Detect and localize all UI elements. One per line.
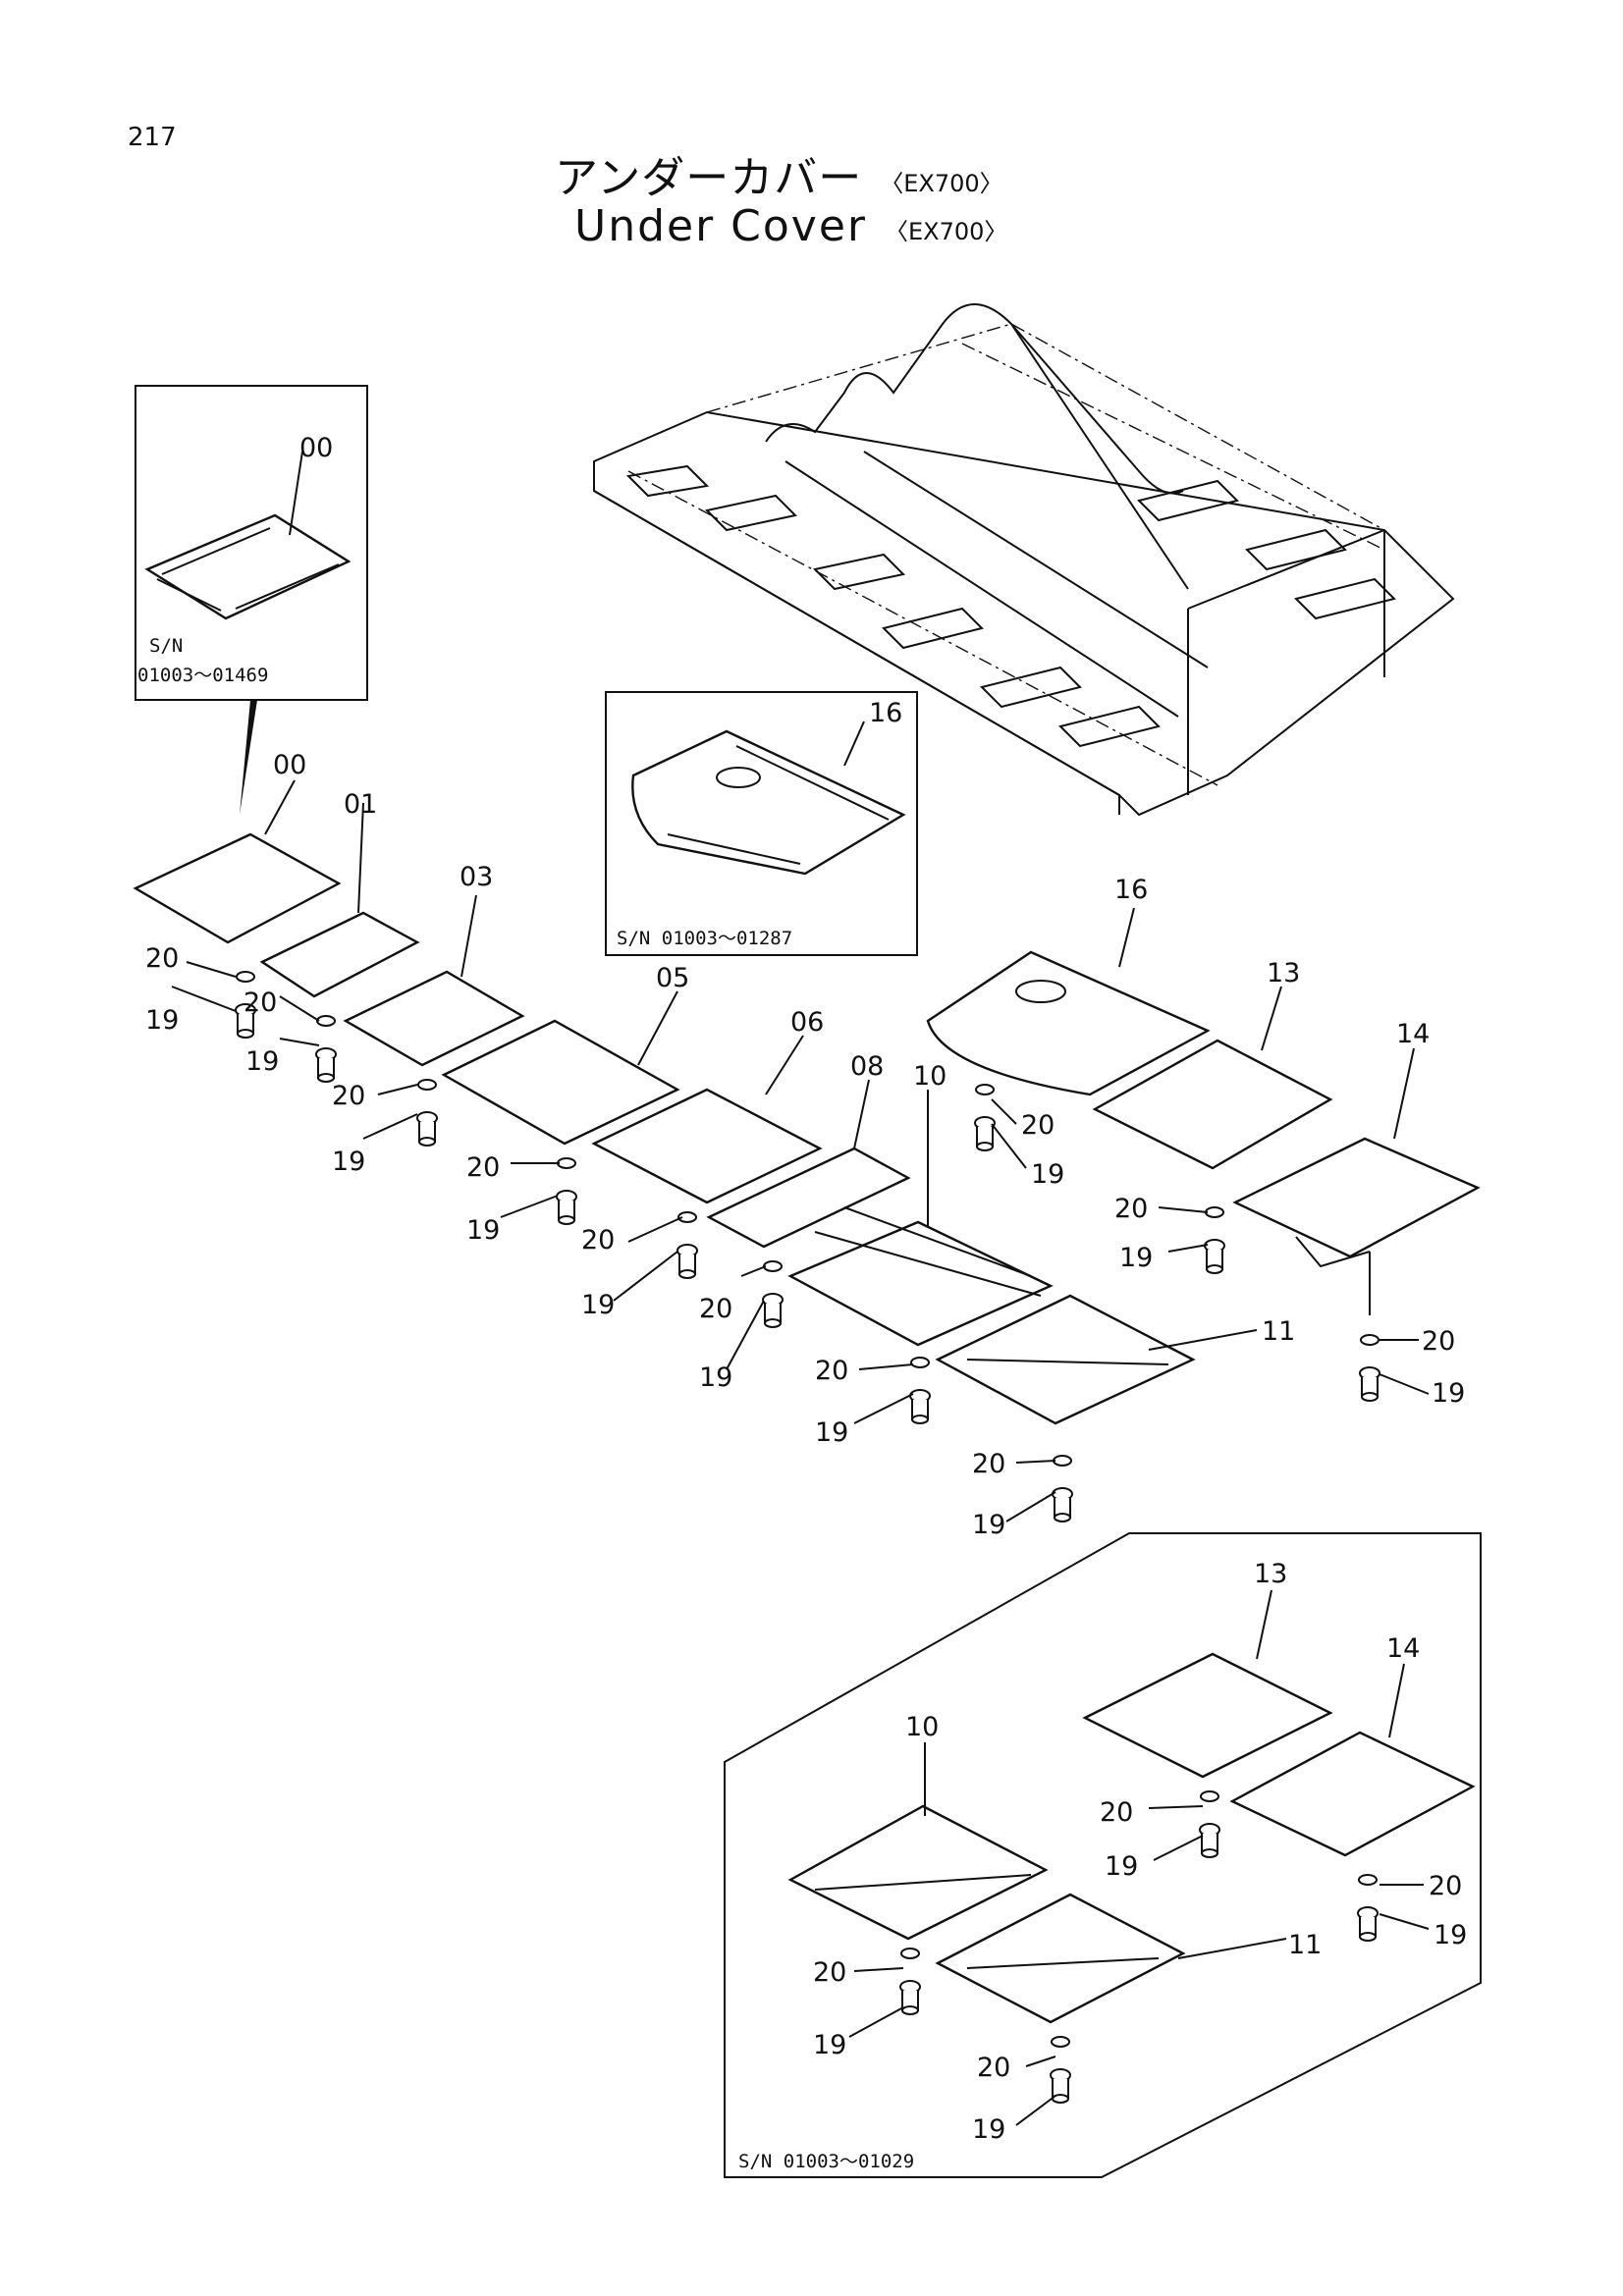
callout-bolt: 19 (145, 1005, 179, 1036)
callout-03: 03 (460, 862, 493, 892)
callout-11: 11 (1262, 1316, 1295, 1347)
main-cover-plates (133, 832, 1481, 1425)
inset-serial-label: S/N (149, 635, 183, 657)
callout-bolt: 19 (815, 1417, 848, 1448)
inset-serial-01287: 16 S/N 01003～01287 (605, 691, 918, 956)
fastener-leaders (171, 961, 1430, 1522)
callout-13: 13 (1267, 958, 1300, 988)
callout-washer: 20 (972, 1449, 1005, 1479)
callout-00: 00 (273, 750, 306, 780)
inset-callout-washer: 20 (977, 2053, 1010, 2083)
inset-callout-13: 13 (1254, 1559, 1287, 1589)
model-tag: 〈EX700〉 (885, 217, 1008, 245)
callout-washer: 20 (1422, 1326, 1455, 1357)
callout-bolt: 19 (1031, 1159, 1064, 1190)
callout-10: 10 (913, 1061, 947, 1092)
callout-washer: 20 (1021, 1110, 1055, 1141)
callout-bolt: 19 (972, 1510, 1005, 1540)
inset-part-16: 16 (869, 698, 902, 728)
upper-frame-drawing (593, 303, 1455, 817)
inset-serial-range: 01003～01469 (137, 665, 268, 686)
callout-bolt: 19 (245, 1046, 279, 1077)
callout-washer: 20 (145, 943, 179, 974)
title-jp-text: アンダーカバー (555, 153, 863, 203)
inset-serial-01029: 13 14 10 11 20 19 20 19 20 19 20 19 S/N … (724, 1532, 1482, 2178)
inset-callout-bolt: 19 (813, 2030, 846, 2060)
inset-callout-14: 14 (1386, 1633, 1420, 1664)
callout-bolt: 19 (1432, 1378, 1465, 1409)
page-title-english: Under Cover 〈EX700〉 (574, 201, 1007, 251)
callout-washer: 20 (1114, 1194, 1148, 1224)
title-en-text: Under Cover (574, 201, 868, 251)
inset-serial: S/N 01003～01287 (617, 928, 792, 949)
callout-washer: 20 (466, 1152, 500, 1183)
callout-bolt: 19 (332, 1147, 365, 1177)
callout-washer: 20 (815, 1356, 848, 1386)
inset-callout-10: 10 (905, 1712, 939, 1742)
callout-05: 05 (656, 963, 689, 993)
callout-08: 08 (850, 1051, 884, 1082)
inset-serial: S/N 01003～01029 (738, 2151, 914, 2172)
page-title-japanese: アンダーカバー〈EX700〉 (555, 142, 1003, 205)
callout-washer: 20 (243, 988, 277, 1018)
callout-06: 06 (790, 1007, 824, 1038)
inset-callout-11: 11 (1288, 1930, 1322, 1960)
callout-bolt: 19 (699, 1362, 732, 1393)
inset-callout-bolt: 19 (1105, 1851, 1138, 1882)
callout-14: 14 (1396, 1019, 1430, 1049)
callout-bolt: 19 (466, 1215, 500, 1246)
callout-washer: 20 (581, 1225, 615, 1255)
callout-washer: 20 (332, 1081, 365, 1111)
callout-bolt: 19 (1119, 1243, 1153, 1273)
page-number: 217 (128, 123, 177, 152)
inset-callout-bolt: 19 (1434, 1920, 1467, 1950)
main-part-labels: 00 01 03 05 06 08 10 11 16 13 14 20 19 2… (145, 750, 1465, 1540)
callout-16: 16 (1114, 875, 1148, 905)
inset-callout-washer: 20 (1100, 1797, 1133, 1828)
inset-callout-washer: 20 (813, 1957, 846, 1988)
inset-callout-bolt: 19 (972, 2114, 1005, 2145)
main-leader-lines (264, 779, 1415, 1351)
inset-part-label: 00 (299, 433, 333, 463)
callout-bolt: 19 (581, 1290, 615, 1320)
inset-callout-washer: 20 (1429, 1871, 1462, 1901)
model-tag: 〈EX700〉 (880, 169, 1003, 197)
inset-serial-01469: 00 S/N 01003～01469 (135, 385, 368, 815)
callout-washer: 20 (699, 1294, 732, 1324)
callout-01: 01 (344, 789, 377, 820)
